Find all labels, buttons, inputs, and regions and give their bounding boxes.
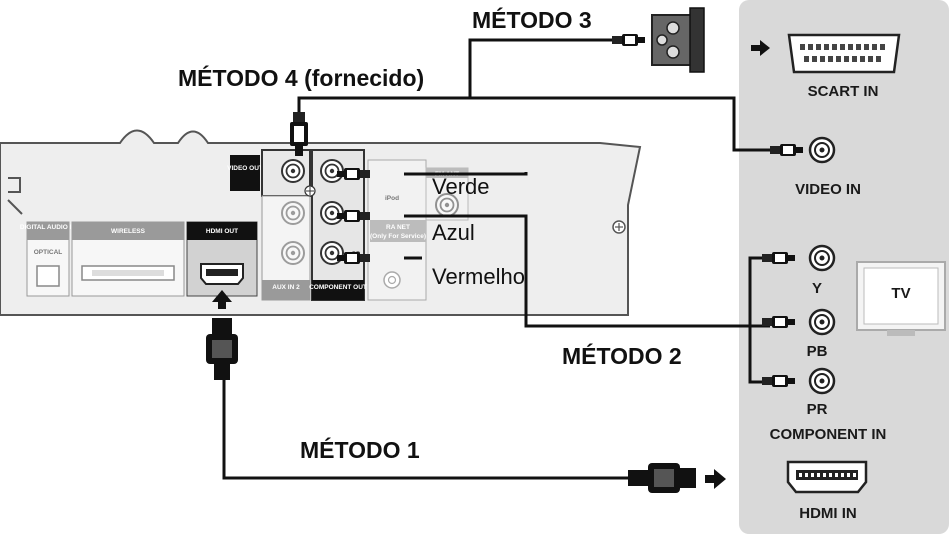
component-cable-tv — [748, 256, 770, 384]
scart-port — [787, 33, 901, 74]
hdmi-cable — [222, 380, 628, 480]
hdmi-out-port — [200, 263, 244, 285]
player-back-panel: DIGITAL AUDIO IN OPTICAL WIRELESS HDMI O… — [0, 129, 642, 316]
tv-panel-background — [739, 0, 949, 534]
scart-rca-plug — [612, 34, 645, 46]
video-out-jack — [281, 159, 305, 183]
hdmi-in-port — [786, 460, 868, 494]
blue-label: Azul — [432, 220, 475, 245]
tv-panel: SCART IN VIDEO IN Y PB PR COMPONENT IN T… — [739, 0, 949, 534]
scart-cable — [468, 38, 640, 98]
tv-label: TV — [891, 285, 910, 302]
wireless-label: WIRELESS — [111, 228, 146, 235]
hdmi-plug-tv — [628, 463, 696, 493]
aux-l-jack — [281, 201, 305, 225]
scart-adapter-icon — [651, 7, 705, 73]
optical-port — [36, 265, 60, 287]
method-2-label: MÉTODO 2 — [562, 342, 682, 369]
ra-net-label: RA NET — [386, 224, 410, 231]
composite-plug-vertical — [290, 112, 308, 156]
component-in-pb-label: PB — [807, 343, 828, 360]
method-1-label: MÉTODO 1 — [300, 436, 420, 463]
method-3-label: MÉTODO 3 — [472, 6, 592, 33]
component-in-y-jack — [808, 244, 836, 272]
component-in-label: COMPONENT IN — [770, 426, 887, 443]
component-cable-player — [404, 172, 770, 328]
scart-arrow-icon — [751, 40, 770, 56]
video-out-label: VIDEO OUT — [227, 165, 263, 172]
only-for-service-label: (Only For Service) — [370, 233, 426, 240]
component-in-pb-jack — [808, 308, 836, 336]
method-4-label: MÉTODO 4 (fornecido) — [178, 64, 424, 91]
hdmi-plug-player — [206, 318, 238, 380]
hdmi-up-arrow-icon — [212, 290, 232, 309]
aux-r-jack — [281, 241, 305, 265]
digital-audio-in-label: DIGITAL AUDIO IN — [20, 224, 77, 231]
hdmi-in-label: HDMI IN — [799, 505, 857, 522]
ipod-label: iPod — [385, 195, 399, 202]
component-in-pr-jack — [808, 367, 836, 395]
component-in-y-label: Y — [812, 280, 822, 297]
component-in-pr-label: PR — [807, 401, 828, 418]
optical-label: OPTICAL — [34, 249, 63, 256]
green-label: Verde — [432, 174, 490, 199]
hdmi-right-arrow-icon — [705, 469, 726, 489]
hdmi-out-label: HDMI OUT — [206, 228, 238, 235]
tv-icon: TV — [856, 261, 946, 336]
red-label: Vermelho — [432, 264, 525, 289]
composite-cable — [297, 96, 770, 152]
video-in-label: VIDEO IN — [795, 181, 861, 198]
component-out-label: COMPONENT OUT — [309, 284, 367, 291]
aux-in-2-label: AUX IN 2 — [272, 284, 300, 291]
scart-in-label: SCART IN — [808, 83, 879, 100]
video-in-jack — [808, 136, 836, 164]
